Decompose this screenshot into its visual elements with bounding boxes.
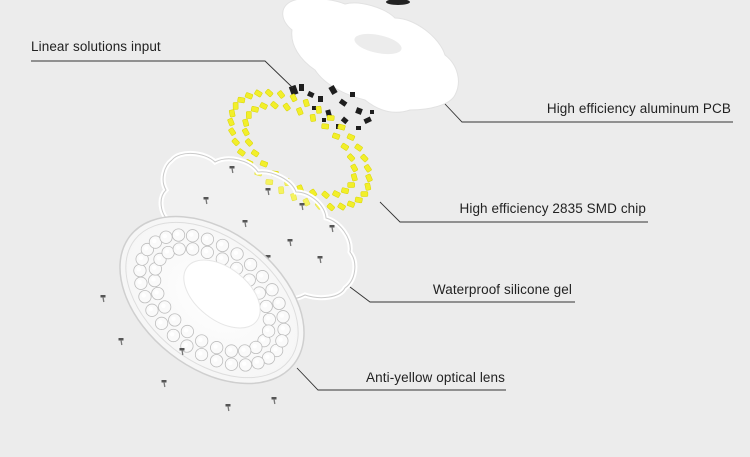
leader-line-pcb [444,103,733,123]
gel-screws [203,166,335,264]
optical-lens [119,215,305,385]
aluminum-pcb [282,0,459,113]
leader-line-input [31,60,294,89]
smd-chip-ring [227,88,373,212]
label-silicone-gel: Waterproof silicone gel [432,282,572,297]
label-optical-lens: Anti-yellow optical lens [366,370,505,385]
leader-line-lens [296,367,506,391]
label-aluminum-pcb: High efficiency aluminum PCB [546,101,731,116]
leader-line-gel [349,286,575,303]
label-smd-chip: High efficiency 2835 SMD chip [459,201,646,216]
label-linear-input: Linear solutions input [31,39,161,54]
driver-components [288,84,374,130]
loose-screws [100,295,277,412]
leader-line-chip [379,201,648,223]
